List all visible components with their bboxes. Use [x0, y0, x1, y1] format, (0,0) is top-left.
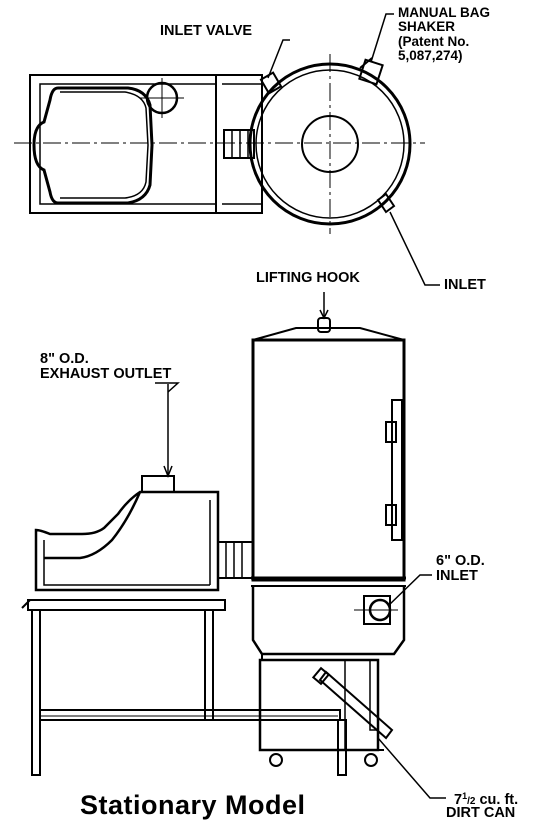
canister-lid [252, 327, 405, 341]
lifting-hook-label: LIFTING HOOK [256, 270, 360, 286]
stand-leg-mid [204, 609, 214, 721]
exhaust-outlet-label: 8" O.D. EXHAUST OUTLET [40, 351, 172, 382]
inlet-valve-label: INLET VALVE [160, 23, 253, 39]
dirt-can [258, 658, 380, 752]
dirt-can-label: DIRT CAN [446, 805, 516, 821]
exhaust-outlet [141, 475, 175, 493]
wheel-right [364, 753, 378, 767]
drawing-title: Stationary Model [80, 790, 306, 820]
stand-top [27, 599, 226, 611]
wheel-left [269, 753, 283, 767]
stand-leg-right [337, 719, 347, 776]
manual-bag-shaker-label: MANUAL BAG SHAKER [398, 5, 490, 34]
stand-leg-left [31, 609, 41, 776]
inlet-valve [259, 71, 283, 95]
lifting-hook [317, 317, 331, 333]
hopper [251, 586, 406, 656]
motor-housing-top [32, 86, 154, 205]
patent-label: (Patent No. 5,087,274) [398, 34, 470, 63]
dirt-can-capacity-label: 71/2 cu. ft. [454, 791, 519, 808]
motor-housing-side [34, 490, 220, 592]
side-view [21, 292, 446, 799]
dirt-can-handle [318, 670, 394, 740]
top-view-frame [29, 74, 263, 214]
side-inlet-label: 6" O.D. INLET [436, 553, 485, 584]
inlet-label: INLET [444, 277, 486, 293]
inlet-top [376, 192, 396, 214]
coupling-top [223, 129, 255, 159]
coupling-side [217, 541, 254, 579]
top-view [14, 13, 440, 286]
stand-crossbar [39, 709, 341, 721]
canister-body [251, 338, 406, 582]
bag-shaker [358, 58, 384, 86]
